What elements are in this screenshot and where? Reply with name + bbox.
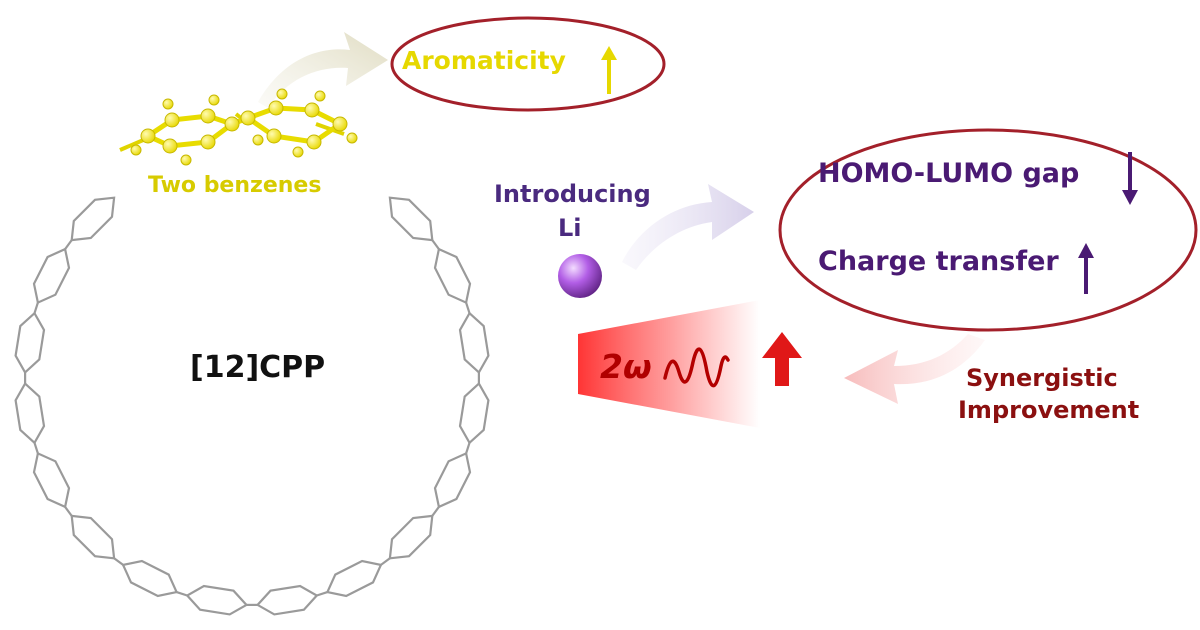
ring-benzene-unit xyxy=(390,198,432,240)
ring-benzene-unit xyxy=(390,516,432,558)
charge-up-arrow xyxy=(1078,243,1094,294)
two-benzenes-label: Two benzenes xyxy=(148,173,321,198)
li-atom xyxy=(558,254,602,298)
molecule-name-label: [12]CPP xyxy=(190,350,325,385)
ring-bond xyxy=(466,443,469,454)
ring-benzene-unit xyxy=(258,586,317,614)
nlo-up-arrow xyxy=(762,332,802,386)
ring-bond xyxy=(35,303,38,314)
ring-benzene-unit xyxy=(34,453,69,507)
synergistic-label: Synergistic xyxy=(966,364,1118,392)
ring-bond xyxy=(466,303,469,314)
improvement-label: Improvement xyxy=(958,396,1139,424)
ring-bond xyxy=(65,507,72,516)
aromaticity-up-arrow xyxy=(601,46,617,94)
ring-benzene-unit xyxy=(16,313,44,372)
ring-benzene-unit xyxy=(327,561,381,596)
ring-bond xyxy=(177,592,188,595)
arrow-synergistic xyxy=(844,334,985,404)
li-label: Li xyxy=(558,214,582,242)
ring-bond xyxy=(65,240,72,249)
introducing-label: Introducing xyxy=(494,180,651,208)
ring-bond xyxy=(35,443,38,454)
ring-bond xyxy=(432,507,439,516)
ring-benzene-unit xyxy=(72,516,114,558)
ring-benzene-unit xyxy=(435,249,470,303)
ring-benzene-unit xyxy=(34,249,69,303)
second-harmonic-label: 2ω xyxy=(600,347,652,386)
ring-benzene-unit xyxy=(460,384,488,443)
cpp-ring xyxy=(16,198,489,615)
charge-transfer-label: Charge transfer xyxy=(818,246,1059,277)
ring-benzene-unit xyxy=(460,313,488,372)
ring-benzene-unit xyxy=(435,453,470,507)
homo-lumo-gap-label: HOMO-LUMO gap xyxy=(818,158,1079,189)
aromaticity-label: Aromaticity xyxy=(402,46,566,75)
ring-bond xyxy=(114,558,123,565)
ring-benzene-unit xyxy=(187,586,246,614)
ring-benzene-unit xyxy=(72,198,114,240)
two-benzenes-model xyxy=(120,89,357,165)
ring-bond xyxy=(381,558,390,565)
ring-benzene-unit xyxy=(123,561,177,596)
ring-bond xyxy=(432,240,439,249)
ring-benzene-unit xyxy=(16,384,44,443)
ring-bond xyxy=(317,592,328,595)
